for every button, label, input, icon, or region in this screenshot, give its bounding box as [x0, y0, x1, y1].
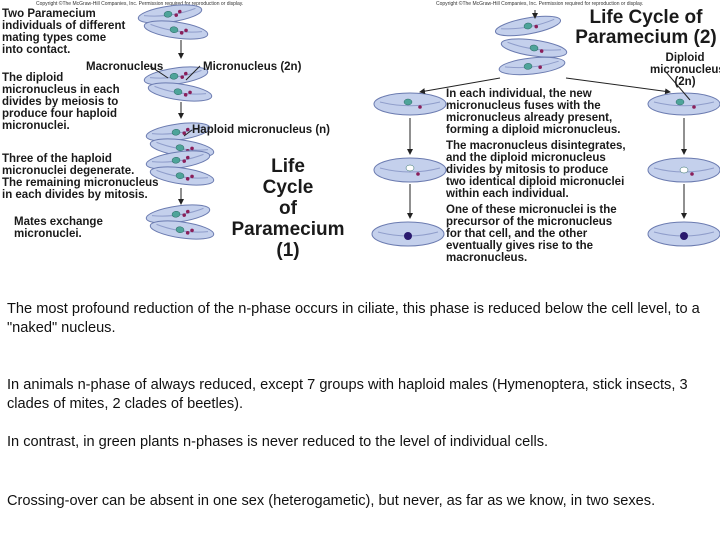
label-micronucleus: Micronucleus (2n)	[203, 61, 302, 73]
panel2-title: Life Cycle of Paramecium (2)	[575, 7, 717, 48]
paragraph-green-plants: In contrast, in green plants n-phases is…	[7, 434, 549, 450]
pointer-micronucleus	[185, 65, 201, 81]
arrow-p2-right-diag	[565, 77, 671, 95]
paramecium-cell-p2-right-2	[647, 157, 720, 183]
paragraph-crossing-over: Crossing-over can be absent in one sex (…	[7, 493, 656, 509]
paramecium-cell-p2-top-c	[498, 56, 566, 76]
paramecium-cell-p1-1	[143, 20, 209, 40]
paramecium-cell-p1-3	[147, 82, 213, 102]
pointer-diploid-micronucleus	[665, 71, 691, 101]
paramecium-life-cycle-illustration	[137, 4, 720, 247]
paramecium-cell-p1-9	[149, 220, 215, 240]
label-mates-exchange: Mates exchange micronuclei.	[14, 216, 103, 240]
label-three-haploid: Three of the haploid micronuclei degener…	[2, 153, 159, 201]
label-haploid-micronucleus: Haploid micronucleus (n)	[192, 124, 331, 136]
paramecium-cell-p2-top-a	[494, 15, 562, 37]
arrow-p2-left-diag	[419, 77, 501, 95]
paramecium-cell-p2-top-b	[500, 38, 568, 58]
label-macronucleus: Macronucleus	[86, 61, 164, 73]
copyright-notice-right: Copyright ©The McGraw-Hill Companies, In…	[436, 1, 644, 7]
panel1-title: Life Cycle of Paramecium (1)	[231, 156, 345, 261]
label-macronucleus-disintegrates: The macronucleus disintegrates, and the …	[446, 140, 626, 200]
paragraph-animals-n-phase: In animals n-phase of always reduced, ex…	[7, 377, 688, 412]
paramecium-cell-p2-left-1	[373, 92, 447, 116]
label-two-paramecium: Two Paramecium individuals of different …	[2, 8, 126, 56]
paramecium-cell-p1-7	[149, 166, 215, 186]
label-precursor-micronuclei: One of these micronuclei is the precurso…	[446, 204, 617, 264]
label-diploid-meiosis: The diploid micronucleus in each divides…	[2, 72, 120, 132]
pointer-haploid	[183, 129, 193, 137]
paramecium-cell-p2-left-3	[371, 221, 445, 247]
pointer-macronucleus	[149, 65, 169, 79]
paragraph-ciliate-n-phase: The most profound reduction of the n-pha…	[7, 301, 700, 336]
label-diploid-micronucleus: Diploid micronucleus (2n)	[650, 52, 720, 88]
paramecium-cell-p2-right-1	[647, 92, 720, 116]
copyright-notice-left: Copyright ©The McGraw-Hill Companies, In…	[36, 1, 244, 7]
label-new-micronucleus-fuses: In each individual, the new micronucleus…	[446, 88, 621, 136]
paramecium-cell-p2-right-3	[647, 221, 720, 247]
paramecium-cell-p2-left-2	[373, 157, 447, 183]
paramecium-cell-p1-8	[145, 204, 211, 224]
paramecium-cell-p1-0	[137, 4, 203, 24]
